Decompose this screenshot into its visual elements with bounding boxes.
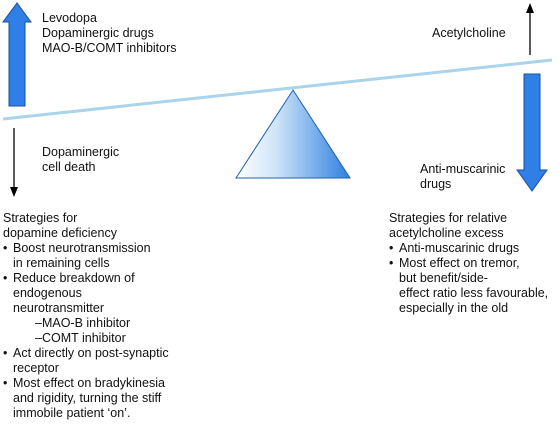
increase-dopamine-arrow (2, 2, 32, 107)
left-strategies: Strategies for dopamine deficiency Boost… (3, 211, 169, 421)
title-line: dopamine deficiency (3, 226, 117, 240)
label-dopaminergic: Dopaminergic (42, 145, 120, 159)
item-line: neurotransmitter (13, 301, 105, 315)
list-item: Most effect on bradykinesia and rigidity… (3, 376, 169, 421)
left-strategies-title: Strategies for dopamine deficiency (3, 211, 169, 241)
label-maob-comt-inhibitors: MAO-B/COMT inhibitors (42, 41, 177, 55)
item-line: in remaining cells (13, 256, 110, 270)
item-line: especially in the old (399, 301, 509, 315)
item-subline: –COMT inhibitor (35, 331, 126, 345)
item-line: and rigidity, turning the stiff (13, 391, 162, 405)
fulcrum-triangle (235, 89, 351, 179)
label-drugs: drugs (420, 177, 452, 191)
acetylcholine-arrow-head (526, 3, 534, 13)
list-item: Reduce breakdown of endogenous neurotran… (3, 271, 169, 346)
label-dopaminergic-drugs: Dopaminergic drugs (42, 26, 154, 40)
item-line: effect ratio less favourable, (399, 286, 549, 300)
right-strategies-list: Anti-muscarinic drugs Most effect on tre… (389, 241, 548, 316)
decrease-acetylcholine-arrow (516, 73, 548, 192)
item-line: Most effect on tremor, (399, 256, 520, 270)
item-line: receptor (13, 361, 59, 375)
label-acetylcholine: Acetylcholine (432, 26, 506, 40)
left-mid-labels: Dopaminergic cell death (42, 145, 119, 175)
title-line: acetylcholine excess (389, 226, 504, 240)
list-item: Anti-muscarinic drugs (389, 241, 548, 256)
title-line: Strategies for (3, 211, 78, 225)
left-strategies-list: Boost neurotransmission in remaining cel… (3, 241, 169, 421)
item-line: Boost neurotransmission (13, 241, 151, 255)
item-line: endogenous (13, 286, 82, 300)
item-line: Most effect on bradykinesia (13, 376, 165, 390)
label-cell-death: cell death (42, 160, 96, 174)
list-item: Act directly on post-synaptic receptor (3, 346, 169, 376)
label-anti-muscarinic: Anti-muscarinic (420, 162, 506, 176)
right-strategies: Strategies for relative acetylcholine ex… (389, 211, 548, 316)
title-line: Strategies for relative (389, 211, 508, 225)
item-line: Act directly on post-synaptic (13, 346, 169, 360)
right-mid-labels: Anti-muscarinic drugs (420, 162, 505, 192)
item-subline: –MAO-B inhibitor (35, 316, 131, 330)
list-item: Boost neurotransmission in remaining cel… (3, 241, 169, 271)
left-drug-labels: Levodopa Dopaminergic drugs MAO-B/COMT i… (42, 11, 177, 56)
cell-death-arrow-head (10, 187, 18, 197)
item-line: immobile patient ‘on’. (13, 406, 131, 420)
item-line: Anti-muscarinic drugs (399, 241, 520, 255)
list-item: Most effect on tremor, but benefit/side-… (389, 256, 548, 316)
label-levodopa: Levodopa (42, 11, 97, 25)
item-line: but benefit/side- (399, 271, 488, 285)
right-strategies-title: Strategies for relative acetylcholine ex… (389, 211, 548, 241)
balance-beam (2, 58, 553, 121)
item-line: Reduce breakdown of (13, 271, 135, 285)
